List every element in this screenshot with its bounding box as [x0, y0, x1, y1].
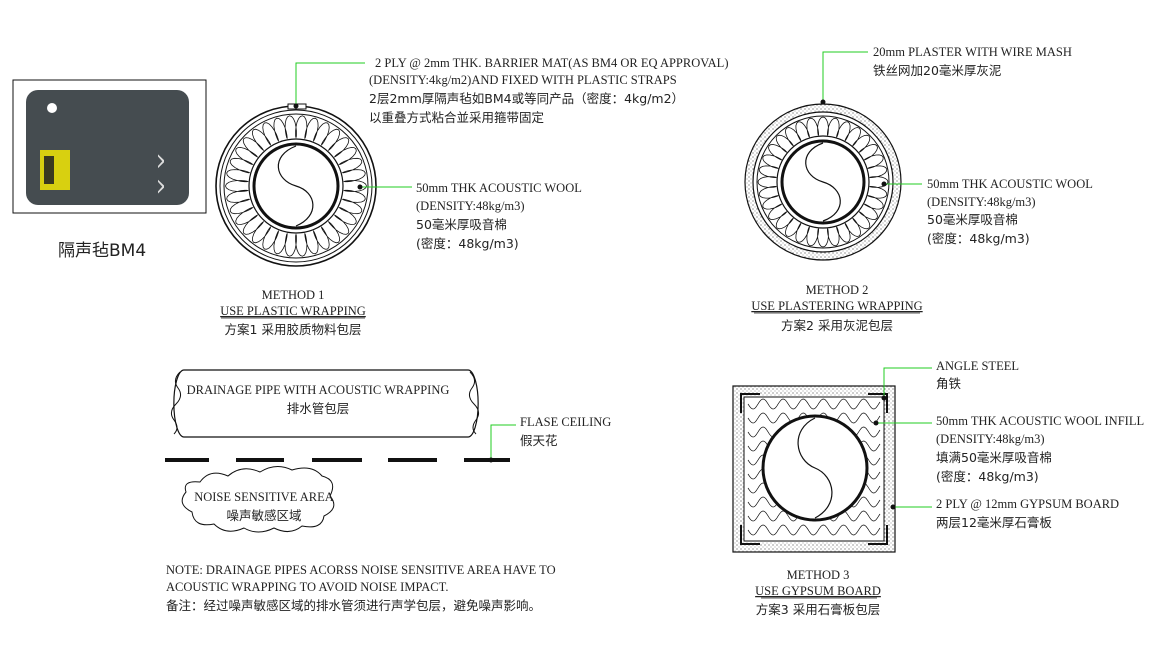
note-line3: 备注：经过噪声敏感区域的排水管须进行声学包层，避免噪声影响。: [166, 598, 541, 613]
m3-subtitle: USE GYPSUM BOARD: [755, 584, 881, 598]
m2-wool-line1: 50mm THK ACOUSTIC WOOL: [927, 177, 1093, 191]
method1-section-drawing: [215, 103, 377, 267]
wool-coil-line: [225, 115, 367, 257]
ceiling-label-cn: 假天花: [520, 433, 558, 448]
leader-ceiling: [490, 424, 516, 460]
leader-m2-plaster: [822, 51, 868, 102]
area-label-cn: 噪声敏感区域: [226, 508, 301, 523]
pipe-label-cn: 排水管包层: [287, 401, 350, 416]
m2-plaster-line2: 铁丝网加20毫米厚灰泥: [873, 63, 1001, 78]
m1-mat-line1: 2 PLY @ 2mm THK. BARRIER MAT(AS BM4 OR E…: [375, 56, 728, 70]
leader-m3-angle: [883, 367, 932, 398]
note-line1: NOTE: DRAINAGE PIPES ACORSS NOISE SENSIT…: [166, 563, 556, 577]
m3-angle-line1: ANGLE STEEL: [936, 359, 1019, 373]
m2-wool-line4: (密度：48kg/m3): [927, 231, 1030, 246]
wool-coil-line: [757, 116, 889, 248]
hanging-hole: [47, 103, 57, 113]
leader-m1-mat: [295, 62, 365, 106]
method1-acoustic-wool: [225, 115, 367, 257]
m2-title: METHOD 2: [806, 283, 869, 297]
wool-infill-row: [747, 398, 881, 410]
m3-angle-line2: 角铁: [936, 376, 962, 391]
m3-cn: 方案3 采用石膏板包层: [756, 602, 880, 617]
m3-wool-line4: (密度：48kg/m3): [936, 469, 1039, 484]
barrier-mat-sample: ^ ^: [12, 79, 207, 214]
method2-acoustic-wool: [757, 116, 889, 248]
m1-title: METHOD 1: [262, 288, 325, 302]
ceiling-label: FLASE CEILING: [520, 415, 611, 429]
m1-wool-line4: (密度：48kg/m3): [416, 236, 519, 251]
m3-wool-line3: 填满50毫米厚吸音棉: [936, 450, 1052, 465]
m3-board-line1: 2 PLY @ 12mm GYPSUM BOARD: [936, 497, 1119, 511]
method2-section-drawing: [744, 103, 902, 261]
m1-wool-line3: 50毫米厚吸音棉: [416, 217, 507, 232]
method3-section-drawing: [732, 385, 896, 553]
m3-wool-line1: 50mm THK ACOUSTIC WOOL INFILL: [936, 414, 1144, 428]
m2-wool-line2: (DENSITY:48kg/m3): [927, 195, 1036, 209]
m2-plaster-line1: 20mm PLASTER WITH WIRE MASH: [873, 45, 1072, 59]
sample-caption: 隔声毡BM4: [58, 241, 146, 261]
m1-mat-line3: 2层2mm厚隔声毡如BM4或等同产品（密度：4kg/m2）: [369, 91, 684, 106]
wool-infill-row: [747, 524, 881, 536]
angle-steel-corners: [740, 393, 888, 545]
m1-mat-line2: (DENSITY:4kg/m2)AND FIXED WITH PLASTIC S…: [369, 73, 677, 87]
sample-marks: ^ ^: [142, 152, 167, 196]
m1-wool-line1: 50mm THK ACOUSTIC WOOL: [416, 181, 582, 195]
pipe-label: DRAINAGE PIPE WITH ACOUSTIC WRAPPING: [187, 383, 450, 397]
m2-subtitle: USE PLASTERING WRAPPING: [751, 299, 922, 313]
m3-board-line2: 两层12毫米厚石膏板: [936, 515, 1052, 530]
note-line2: ACOUSTIC WRAPPING TO AVOID NOISE IMPACT.: [166, 580, 448, 594]
wrapped-drainage-pipe: [170, 369, 480, 438]
m2-wool-line3: 50毫米厚吸音棉: [927, 212, 1018, 227]
m3-wool-line2: (DENSITY:48kg/m3): [936, 432, 1045, 446]
m3-title: METHOD 3: [787, 568, 850, 582]
noise-area-cloud: [181, 466, 335, 533]
m1-wool-line2: (DENSITY:48kg/m3): [416, 199, 525, 213]
m1-cn: 方案1 采用胶质物料包层: [225, 322, 362, 337]
area-label: NOISE SENSITIVE AREA: [194, 490, 334, 504]
m2-cn: 方案2 采用灰泥包层: [781, 318, 893, 333]
m1-subtitle: USE PLASTIC WRAPPING: [220, 304, 366, 318]
m1-mat-line4: 以重叠方式粘合並采用箍带固定: [369, 110, 544, 125]
